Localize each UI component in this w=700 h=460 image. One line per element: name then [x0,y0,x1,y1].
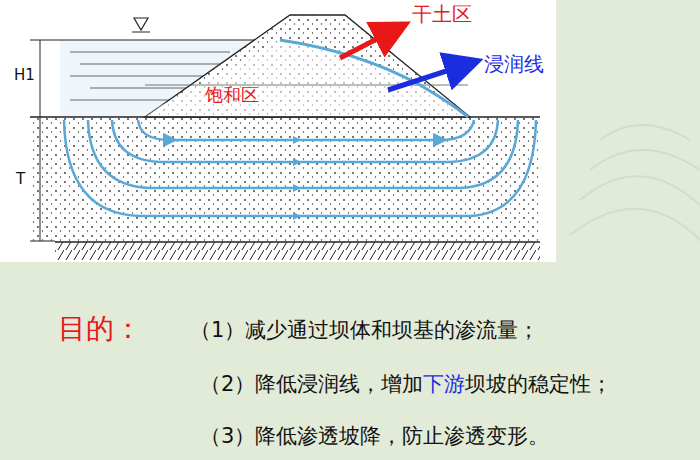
dimension-label: H1 [14,66,35,84]
line-label: 浸润线 [484,52,544,76]
dimension-label: T [16,170,25,188]
emphasis-text: 下游 [423,372,465,397]
purpose-item: （2）降低浸润线，增加 [200,372,423,397]
purpose-item: （3）降低渗透坡降，防止渗透变形。 [200,424,549,449]
purpose-item: （1）减少通过坝体和坝基的渗流量； [190,318,539,343]
zone-label: 干土区 [412,2,472,26]
zone-label: 饱和区 [205,84,259,106]
purpose-item: 坝坡的稳定性； [465,372,612,397]
heading: 目的： [58,312,142,346]
